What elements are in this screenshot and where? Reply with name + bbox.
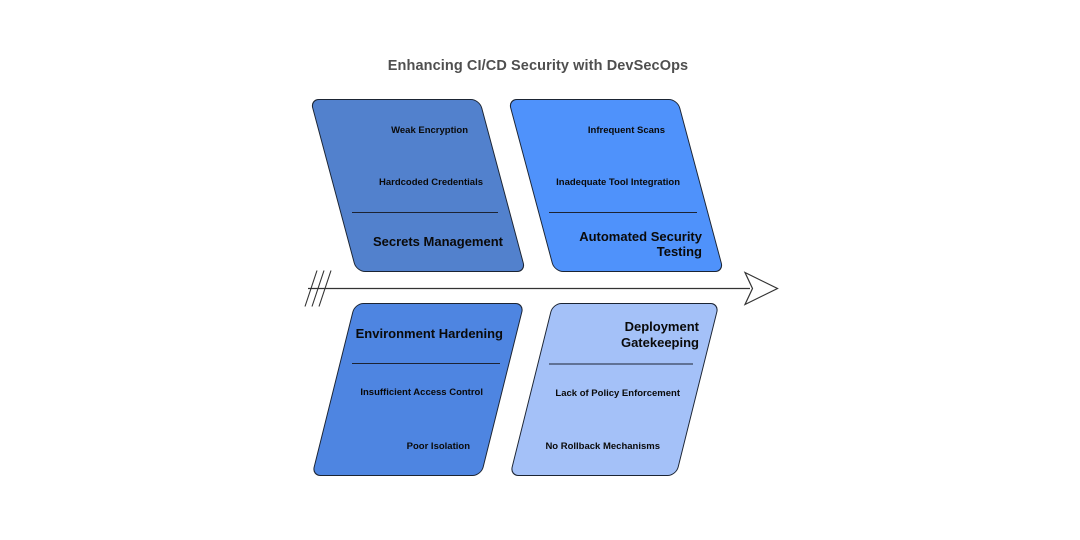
cause-label: Insufficient Access Control [360, 387, 483, 398]
branch-title-line: Testing [656, 244, 702, 259]
fletching-stroke [304, 270, 318, 307]
arrow-head-icon [743, 271, 779, 306]
branch-title-automated-security-testing: Automated Security Testing [579, 229, 702, 259]
branch-dividers [352, 211, 697, 365]
cause-label: Inadequate Tool Integration [556, 177, 680, 188]
arrow-fletching-icon [304, 270, 332, 307]
branch-title-deployment-gatekeeping: Deployment Gatekeeping [621, 319, 699, 351]
cause-label: Hardcoded Credentials [379, 177, 483, 188]
cause-label: Lack of Policy Enforcement [555, 388, 680, 399]
cause-label: Poor Isolation [406, 441, 470, 452]
branch-title-line: Environment Hardening [355, 326, 503, 341]
cause-label: No Rollback Mechanisms [545, 441, 660, 452]
branch-title-secrets-management: Secrets Management [373, 234, 503, 250]
cause-label: Weak Encryption [391, 125, 468, 136]
cause-label: Infrequent Scans [587, 125, 665, 136]
branch-title-line: Secrets Management [372, 234, 503, 249]
branch-title-line: Gatekeeping [620, 335, 699, 350]
branch-title-environment-hardening: Environment Hardening [356, 326, 503, 342]
fletching-stroke [318, 270, 332, 307]
fletching-stroke [311, 270, 325, 307]
branch-title-line: Automated Security [579, 229, 702, 244]
diagram-title: Enhancing CI/CD Security with DevSecOps [387, 58, 689, 74]
branch-title-line: Deployment [624, 319, 699, 334]
